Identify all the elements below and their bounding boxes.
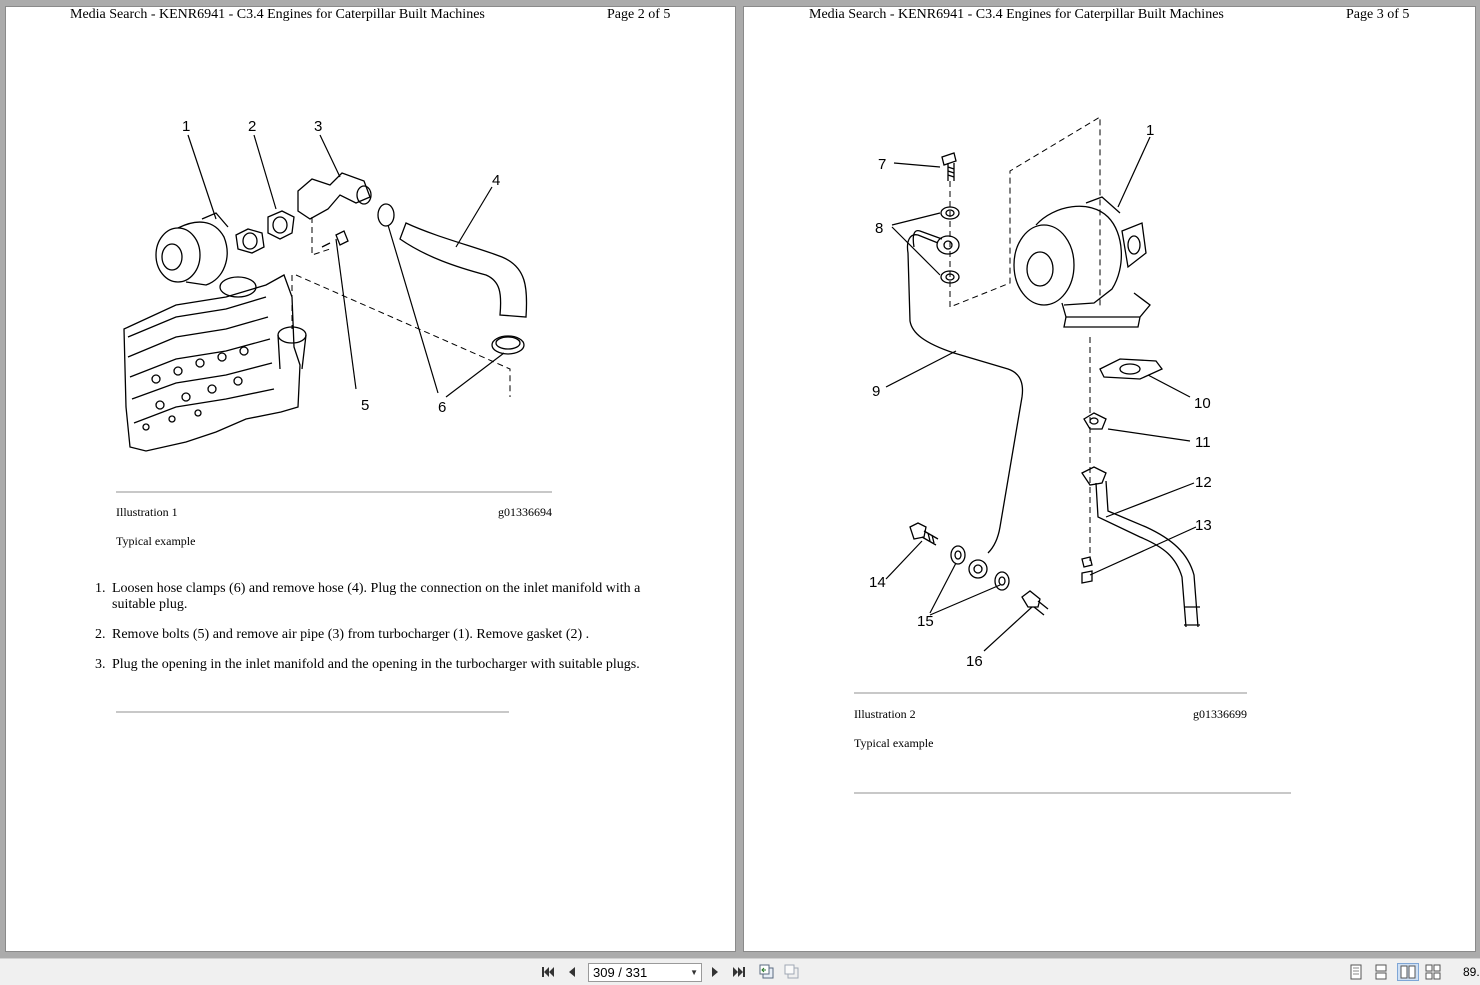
section-end-rule bbox=[116, 711, 509, 713]
illustration-rule-top bbox=[854, 692, 1247, 694]
page-number-field[interactable]: 309 / 331 ▼ bbox=[588, 963, 702, 982]
continuous-view-icon bbox=[1375, 964, 1387, 980]
step-text-line-1: Remove bolts (5) and remove air pipe (3)… bbox=[112, 627, 590, 642]
illustration-id: g01336694 bbox=[498, 505, 552, 519]
step-number: 1. bbox=[95, 581, 106, 596]
callout-1: 1 bbox=[1146, 122, 1154, 139]
page-header-number: Page 2 of 5 bbox=[607, 7, 671, 22]
callout-15: 15 bbox=[917, 613, 934, 630]
page-header-number: Page 3 of 5 bbox=[1346, 7, 1410, 22]
illustration-id: g01336699 bbox=[1193, 707, 1247, 721]
callout-3: 3 bbox=[314, 118, 322, 135]
first-page-icon bbox=[542, 967, 554, 977]
step-text-line-2: suitable plug. bbox=[112, 597, 188, 612]
chevron-down-icon[interactable]: ▼ bbox=[690, 968, 698, 977]
page-header-title: Media Search - KENR6941 - C3.4 Engines f… bbox=[809, 7, 1224, 22]
callout-1: 1 bbox=[182, 118, 190, 135]
step-text-line-1: Loosen hose clamps (6) and remove hose (… bbox=[112, 581, 641, 596]
illustration-caption: Typical example bbox=[854, 736, 934, 750]
callout-2: 2 bbox=[248, 118, 256, 135]
two-page-continuous-view-icon bbox=[1425, 964, 1441, 980]
document-page-right: Media Search - KENR6941 - C3.4 Engines f… bbox=[743, 6, 1476, 952]
callout-11: 11 bbox=[1195, 434, 1211, 451]
callout-5: 5 bbox=[361, 397, 369, 414]
step-number: 2. bbox=[95, 627, 106, 642]
go-back-view-button[interactable] bbox=[758, 963, 776, 981]
last-page-icon bbox=[733, 967, 745, 977]
last-page-button[interactable] bbox=[730, 963, 748, 981]
callout-13: 13 bbox=[1195, 517, 1212, 534]
procedure-step-3: 3. Plug the opening in the inlet manifol… bbox=[95, 657, 655, 675]
page-header-title: Media Search - KENR6941 - C3.4 Engines f… bbox=[70, 7, 485, 22]
two-page-view-icon bbox=[1400, 965, 1416, 979]
previous-page-button[interactable] bbox=[563, 963, 581, 981]
callout-14: 14 bbox=[869, 574, 886, 591]
single-page-view-icon bbox=[1350, 964, 1362, 980]
illustration-rule-top bbox=[116, 491, 552, 493]
callout-7: 7 bbox=[878, 156, 886, 173]
two-page-view-button[interactable] bbox=[1397, 963, 1419, 981]
callout-9: 9 bbox=[872, 383, 880, 400]
section-end-rule bbox=[854, 792, 1291, 794]
turbocharger-removal-illustration: 1 2 3 4 5 6 bbox=[123, 118, 528, 452]
callout-10: 10 bbox=[1194, 395, 1211, 412]
zoom-level[interactable]: 89. bbox=[1463, 965, 1480, 979]
viewer-toolbar: 309 / 331 ▼ 89. bbox=[0, 958, 1480, 985]
next-page-icon bbox=[712, 967, 718, 977]
callout-16: 16 bbox=[966, 653, 983, 670]
go-forward-view-button[interactable] bbox=[783, 963, 801, 981]
callout-4: 4 bbox=[492, 172, 500, 189]
go-back-view-icon bbox=[759, 964, 774, 979]
step-number: 3. bbox=[95, 657, 106, 672]
callout-8: 8 bbox=[875, 220, 883, 237]
two-page-continuous-view-button[interactable] bbox=[1424, 963, 1442, 981]
previous-page-icon bbox=[569, 967, 575, 977]
procedure-step-2: 2. Remove bolts (5) and remove air pipe … bbox=[95, 627, 655, 645]
continuous-view-button[interactable] bbox=[1372, 963, 1390, 981]
illustration-caption: Typical example bbox=[116, 534, 196, 548]
step-text-line-1: Plug the opening in the inlet manifold a… bbox=[112, 657, 640, 672]
next-page-button[interactable] bbox=[706, 963, 724, 981]
go-forward-view-icon bbox=[784, 964, 799, 979]
document-page-left: Media Search - KENR6941 - C3.4 Engines f… bbox=[5, 6, 736, 952]
page-number-value: 309 / 331 bbox=[593, 965, 648, 980]
illustration-label: Illustration 2 bbox=[854, 707, 916, 721]
procedure-step-1: 1. Loosen hose clamps (6) and remove hos… bbox=[95, 581, 655, 615]
single-page-view-button[interactable] bbox=[1347, 963, 1365, 981]
turbocharger-oil-lines-illustration: 1 7 8 9 10 11 12 13 14 15 16 bbox=[869, 116, 1212, 670]
first-page-button[interactable] bbox=[539, 963, 557, 981]
callout-6: 6 bbox=[438, 399, 446, 416]
illustration-label: Illustration 1 bbox=[116, 505, 178, 519]
callout-12: 12 bbox=[1195, 474, 1212, 491]
